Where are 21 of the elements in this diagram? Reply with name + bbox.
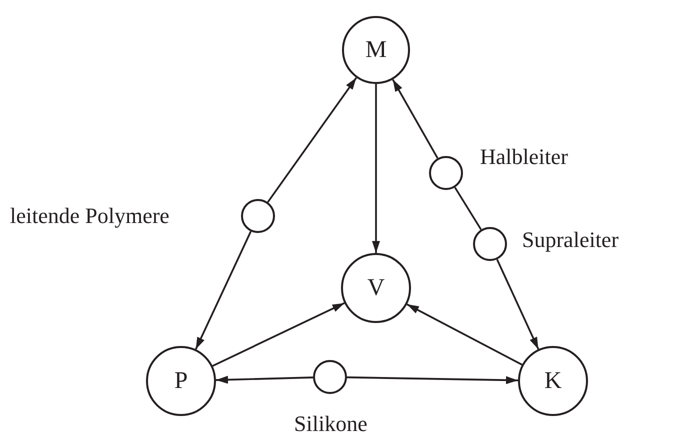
node-caption: Halbleiter (480, 146, 568, 168)
node-label: V (367, 274, 385, 302)
arrow (194, 231, 252, 350)
arrow (372, 84, 380, 253)
empty-circle (313, 360, 347, 394)
empty-circle (241, 199, 275, 233)
empty-circle (429, 156, 463, 190)
arrow (406, 303, 522, 366)
node-caption: Supraleiter (522, 229, 619, 251)
node-label: P (174, 368, 188, 394)
node-caption: Silikone (294, 413, 368, 435)
node-label: K (544, 368, 562, 394)
arrow (496, 259, 540, 350)
arrow (346, 376, 518, 384)
arrow (392, 79, 438, 159)
arrow (212, 302, 345, 367)
node-label: M (365, 36, 387, 64)
arrow (267, 77, 358, 203)
empty-circle (473, 227, 507, 261)
arrow (216, 376, 314, 384)
node-caption: leitende Polymere (10, 205, 170, 227)
